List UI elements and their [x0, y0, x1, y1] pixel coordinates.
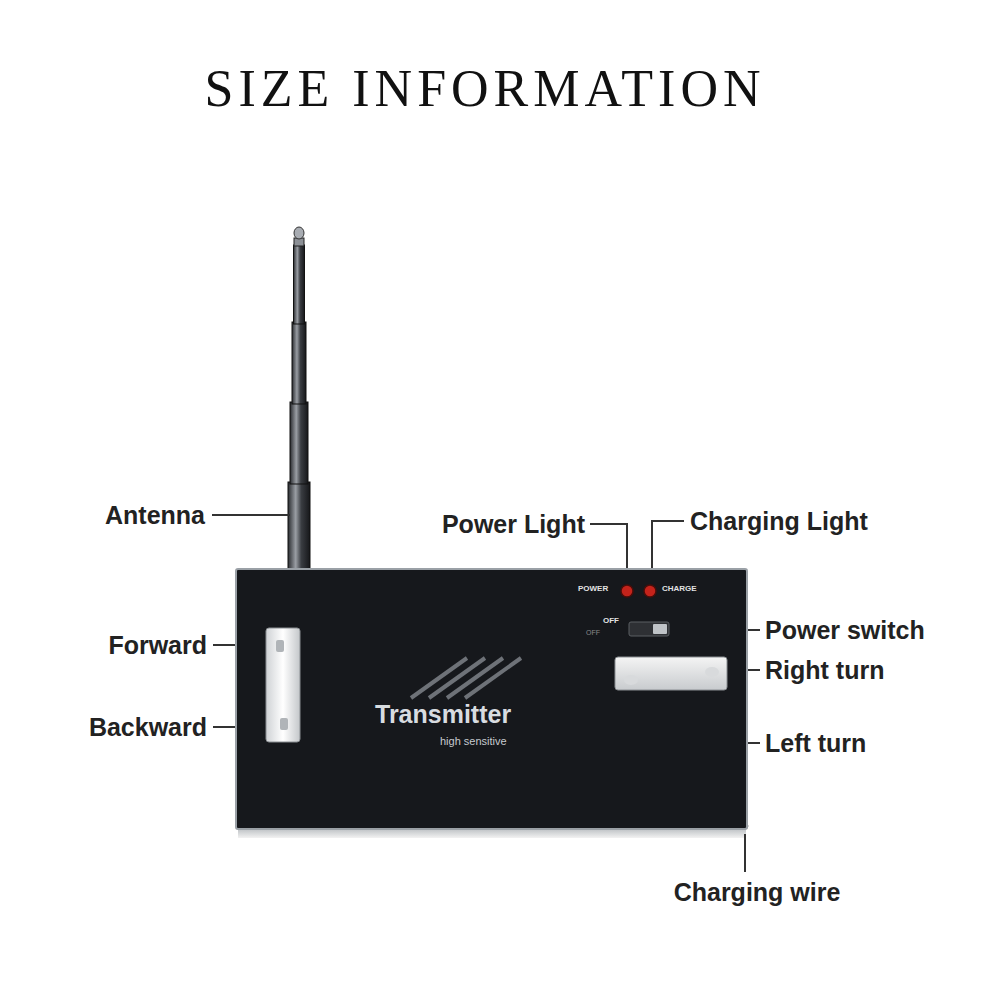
leader-line [212, 514, 290, 516]
brand-logo: Transmitter [375, 699, 511, 729]
part-label: Left turn [765, 728, 866, 758]
part-label: Charging Light [690, 506, 868, 536]
antenna-segment [288, 482, 310, 570]
antenna-segment [294, 245, 305, 324]
antenna-figure [288, 227, 310, 570]
turn-button [615, 657, 727, 690]
switch-knob [653, 624, 667, 634]
antenna-tip [294, 227, 304, 239]
rocker-button [266, 628, 300, 742]
antenna-segment [290, 402, 308, 484]
part-label: Power switch [765, 615, 925, 645]
title: SIZE INFORMATION [0, 58, 970, 120]
rocker-mark [276, 640, 284, 652]
indicator-light [621, 585, 633, 597]
part-label: Backward [89, 712, 207, 742]
brand-tagline: high sensitive [440, 735, 507, 748]
part-label: Charging wire [674, 877, 841, 907]
part-label: Power Light [442, 509, 585, 539]
indicator-light [644, 585, 656, 597]
housing-controls [235, 568, 748, 830]
transmitter-housing: Transmitter high sensitive [235, 568, 748, 830]
part-label: Right turn [765, 655, 884, 685]
antenna-segment [292, 322, 306, 404]
leader-lines [212, 515, 760, 872]
leader-line [744, 834, 746, 872]
power-switch [629, 622, 669, 636]
part-label: Antenna [105, 500, 205, 530]
turn-mark [624, 675, 638, 685]
turn-mark [705, 667, 719, 677]
logo-slash [465, 658, 521, 698]
rocker-mark [280, 718, 288, 730]
part-label: Forward [108, 630, 207, 660]
